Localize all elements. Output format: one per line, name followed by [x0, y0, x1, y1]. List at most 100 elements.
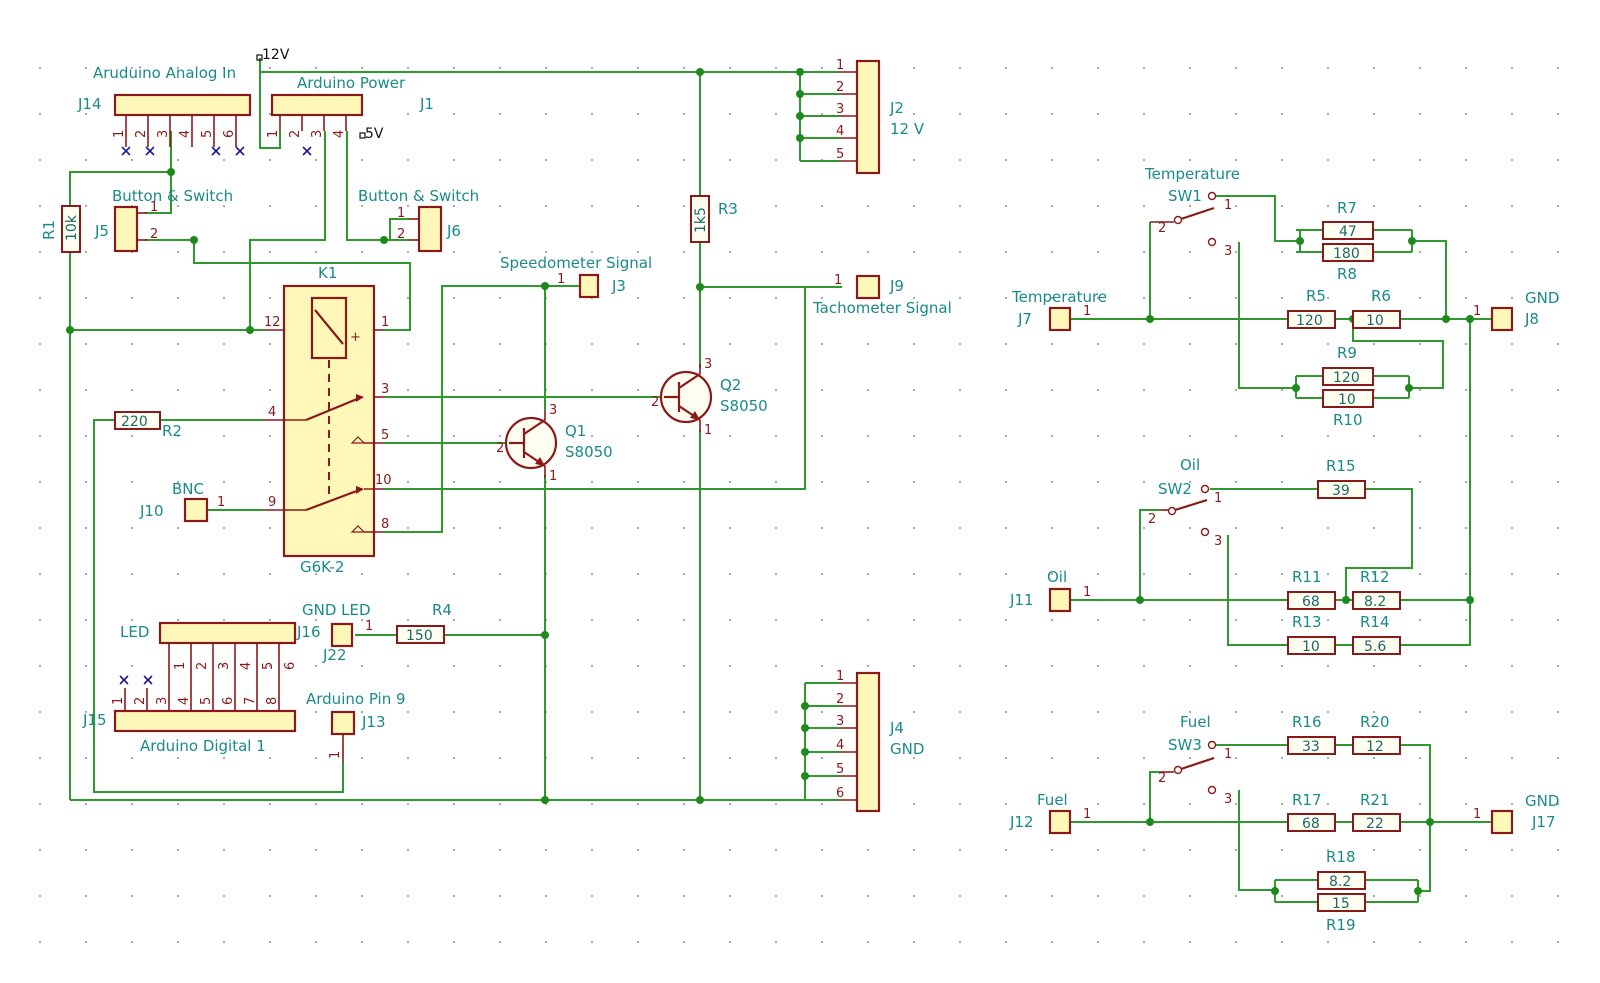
j1-title: Arduino Power	[297, 74, 406, 92]
sw1-pin-3: 3	[1224, 244, 1232, 259]
k1-value: G6K-2	[300, 558, 344, 576]
j22-pin: 1	[365, 619, 373, 634]
r3-ref: R3	[718, 200, 738, 218]
sw2-title: Oil	[1180, 456, 1200, 474]
sw1-pin-1: 1	[1224, 198, 1232, 213]
j16-pin-1: 1	[173, 662, 188, 670]
k1-pin-9: 9	[268, 495, 276, 510]
q2-value: S8050	[720, 397, 768, 415]
sw1-pin-2: 2	[1158, 221, 1166, 236]
j14-noconnect-marks	[121, 146, 245, 156]
j12-title: Fuel	[1037, 791, 1068, 809]
sw2-pin-2: 2	[1148, 512, 1156, 527]
resistor-r13: R13 10	[1287, 613, 1336, 655]
j15-pin-7: 7	[243, 697, 258, 705]
sw3-pin-1: 1	[1224, 747, 1232, 762]
connector-j5: Button & Switch J5 1 2	[94, 187, 233, 253]
r2-ref: R2	[162, 422, 182, 440]
j6-pin-2: 2	[397, 227, 405, 242]
r11-ref: R11	[1292, 568, 1322, 586]
connector-j13: Arduino Pin 9 1 J13	[306, 690, 406, 763]
j14-pin-4: 4	[178, 130, 193, 138]
j4-pin-2: 2	[836, 692, 844, 707]
j1-pin-4: 4	[332, 130, 347, 138]
r17-value: 68	[1302, 816, 1320, 832]
j7-ref: J7	[1017, 310, 1032, 328]
r3-value: 1k5	[693, 207, 709, 233]
r18-ref: R18	[1326, 848, 1356, 866]
j1-pin-3: 3	[310, 130, 325, 138]
j5-pin-1: 1	[150, 200, 158, 215]
switch-sw3: Fuel SW3 1 2 3	[1158, 713, 1232, 807]
j7-pin: 1	[1083, 304, 1091, 319]
r15-ref: R15	[1326, 457, 1356, 475]
j6-title: Button & Switch	[358, 187, 479, 205]
q2-ref: Q2	[720, 376, 741, 394]
r16-value: 33	[1302, 739, 1320, 755]
right-fuel-wires	[1070, 744, 1492, 903]
q2-pin-3: 3	[704, 357, 712, 372]
j17-pin: 1	[1473, 807, 1481, 822]
k1-ref: K1	[318, 264, 337, 282]
j1-ref: J1	[419, 95, 434, 113]
k1-pin-10: 10	[375, 473, 392, 488]
transistor-q1: 3 2 1 Q1 S8050	[496, 403, 613, 484]
connector-j6: Button & Switch J6 1 2	[358, 187, 479, 253]
sw2-pin-1: 1	[1214, 491, 1222, 506]
connector-j12: Fuel J12 1	[1009, 791, 1091, 835]
j14-title: Aruduino Analog In	[93, 64, 236, 82]
j6-pin-1: 1	[397, 206, 405, 221]
q1-ref: Q1	[565, 422, 586, 440]
j4-ref: J4	[889, 719, 904, 737]
r7-ref: R7	[1337, 199, 1357, 217]
resistor-r8: 180 R8	[1322, 243, 1374, 283]
r11-value: 68	[1302, 594, 1320, 610]
j15-pin-2: 2	[133, 697, 148, 705]
r10-ref: R10	[1333, 411, 1363, 429]
j4-pin-4: 4	[836, 738, 844, 753]
connector-j11: Oil J11 1	[1009, 568, 1091, 613]
r20-ref: R20	[1360, 713, 1390, 731]
j2-pin-3: 3	[836, 102, 844, 117]
k1-pin-8: 8	[381, 517, 389, 532]
j2-pin-1: 1	[836, 58, 844, 73]
r19-ref: R19	[1326, 916, 1356, 934]
r15-value: 39	[1332, 483, 1350, 499]
sw2-ref: SW2	[1158, 480, 1192, 498]
j8-pin: 1	[1473, 304, 1481, 319]
q2-pin-2: 2	[651, 395, 659, 410]
j11-pin: 1	[1083, 585, 1091, 600]
r14-value: 5.6	[1364, 639, 1386, 655]
power-flag-5v: 5V	[359, 126, 384, 142]
j15-title: Arduino Digital 1	[140, 737, 266, 755]
connector-j22: GND LED 1 J22	[302, 601, 373, 664]
k1-pin-12: 12	[264, 315, 281, 330]
j16-ref: J16	[296, 623, 321, 641]
resistor-r4: R4 150	[396, 601, 452, 644]
q1-pin-3: 3	[549, 403, 557, 418]
r13-ref: R13	[1292, 613, 1322, 631]
r4-ref: R4	[432, 601, 452, 619]
r21-ref: R21	[1360, 791, 1390, 809]
r12-value: 8.2	[1364, 594, 1386, 610]
sw3-pin-3: 3	[1224, 792, 1232, 807]
resistor-r14: R14 5.6	[1352, 613, 1401, 655]
j11-title: Oil	[1047, 568, 1067, 586]
j15-noconnect-2	[143, 675, 153, 685]
j13-title: Arduino Pin 9	[306, 690, 406, 708]
j4-pin-6: 6	[836, 786, 844, 801]
j9-pin: 1	[834, 273, 842, 288]
resistor-r2: 220 R2	[114, 411, 182, 440]
resistor-r1: 10k R1	[40, 205, 81, 253]
q1-pin-1: 1	[549, 469, 557, 484]
k1-plus: +	[350, 330, 361, 345]
resistor-r3: 1k5 R3	[690, 195, 738, 243]
connector-j3: Speedometer Signal 1 J3	[500, 254, 652, 299]
j15-noconnect-1	[119, 675, 129, 685]
r1-value: 10k	[64, 214, 80, 241]
r18-value: 8.2	[1329, 874, 1351, 890]
